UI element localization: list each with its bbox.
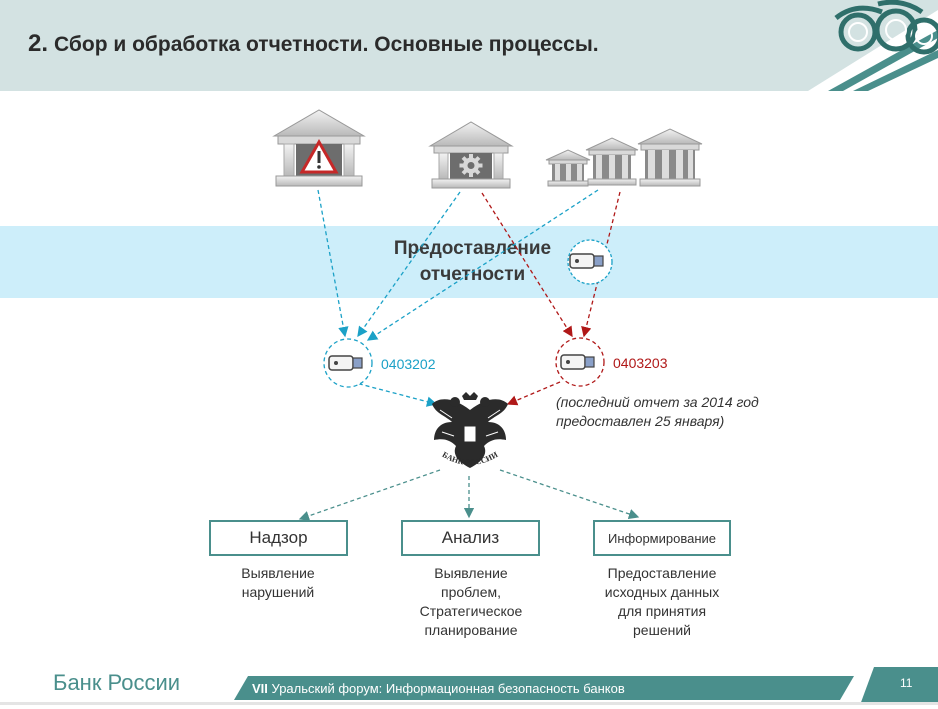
form-code-red: 0403203 (613, 355, 668, 371)
slide-header: 2.Сбор и обработка отчетности. Основные … (0, 0, 938, 91)
analysis-box: Анализ (401, 520, 540, 556)
double-headed-eagle-emblem: БАНК РОССИИ (432, 392, 508, 468)
analysis-label: Анализ (441, 528, 500, 547)
bank-group-icon (545, 128, 703, 187)
page-number: 11 (900, 676, 913, 690)
slide-number: 2. (28, 30, 49, 57)
analysis-description: Выявление проблем, Стратегическое планир… (419, 565, 523, 638)
footer-divider (0, 702, 938, 705)
footer-forum-bar (234, 676, 854, 700)
informing-box: Информирование (593, 520, 731, 556)
bank-gear-icon (428, 121, 514, 189)
reporting-band (0, 226, 938, 298)
red-flow-arrows (481, 191, 621, 406)
informing-label: Информирование (608, 530, 716, 546)
usb-drive-blue-icon (323, 338, 373, 388)
supervision-box: Надзор (209, 520, 348, 556)
ornament-icon (808, 0, 938, 91)
supervision-label: Надзор (249, 528, 308, 547)
form-code-blue: 0403202 (381, 356, 436, 372)
report-note: (последний отчет за 2014 год предоставле… (556, 394, 759, 429)
footer-forum-prefix: VII (252, 681, 268, 696)
usb-drive-icon (567, 239, 613, 285)
footer-forum-text: VII Уральский форум: Информационная безо… (252, 681, 625, 696)
blue-flow-arrows (317, 189, 599, 407)
bank-warning-icon (272, 109, 366, 187)
teal-flow-arrows (298, 469, 640, 521)
slide-title-text: Сбор и обработка отчетности. Основные пр… (54, 33, 599, 56)
footer-forum-title: Уральский форум: Информационная безопасн… (271, 681, 625, 696)
band-label: Предоставление отчетности (393, 238, 552, 285)
footer-page-block (860, 667, 938, 705)
slide-title: 2.Сбор и обработка отчетности. Основные … (28, 30, 599, 58)
footer-brand: Банк России (53, 670, 181, 695)
usb-drive-red-icon (555, 337, 605, 387)
supervision-description: Выявление нарушений (241, 565, 315, 600)
informing-description: Предоставление исходных данных для приня… (604, 565, 720, 638)
